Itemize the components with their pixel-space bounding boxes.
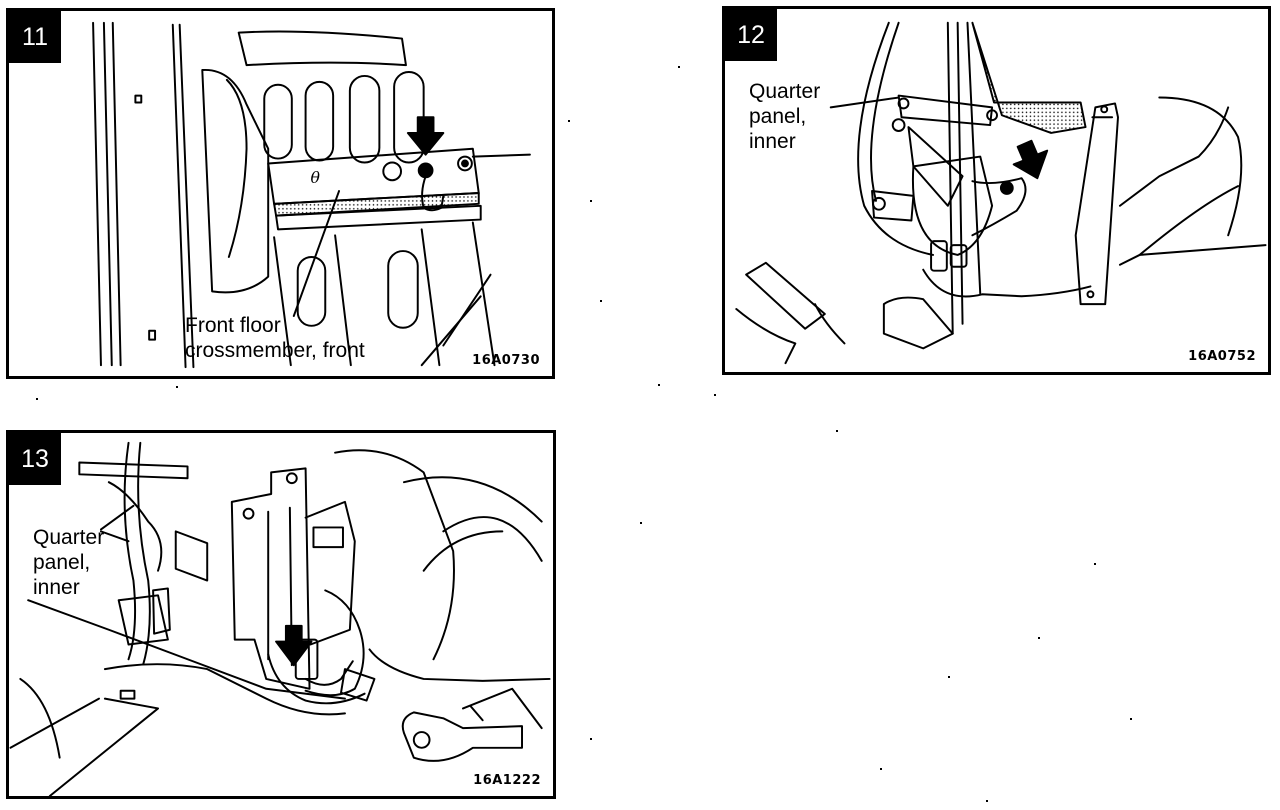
figure-panel-12: 12 bbox=[722, 6, 1271, 375]
figure-panel-11: 11 θ bbox=[6, 8, 555, 379]
scan-speck bbox=[714, 394, 716, 396]
figure-code: 16A0752 bbox=[1188, 349, 1256, 364]
callout-line: panel, bbox=[749, 105, 807, 128]
step-number: 13 bbox=[9, 433, 61, 485]
scan-speck bbox=[176, 386, 178, 388]
scan-speck bbox=[640, 522, 642, 524]
quarter-panel-illustration bbox=[735, 21, 1267, 365]
callout-line: Quarter bbox=[749, 80, 821, 103]
scan-speck bbox=[1038, 637, 1040, 639]
callout-line: crossmember, front bbox=[185, 339, 365, 362]
scan-speck bbox=[948, 676, 950, 678]
step-number: 12 bbox=[725, 9, 777, 61]
floor-crossmember-illustration: θ bbox=[92, 21, 531, 369]
scan-speck bbox=[36, 398, 38, 400]
callout-front-floor-crossmember: Front floor crossmember, front bbox=[185, 313, 365, 363]
scan-speck bbox=[1094, 563, 1096, 565]
figure-code: 16A1222 bbox=[473, 773, 541, 788]
scan-speck bbox=[880, 768, 882, 770]
scan-speck bbox=[590, 738, 592, 740]
scan-speck bbox=[1130, 718, 1132, 720]
scan-speck bbox=[568, 120, 570, 122]
step-number: 11 bbox=[9, 11, 61, 63]
callout-line: inner bbox=[33, 576, 80, 599]
callout-quarter-panel-inner: Quarter panel, inner bbox=[749, 79, 820, 154]
quarter-panel-module-illustration bbox=[9, 441, 551, 796]
figure-code: 16A0730 bbox=[472, 353, 540, 368]
scan-speck bbox=[678, 66, 680, 68]
callout-line: inner bbox=[749, 130, 796, 153]
figure-panel-13: 13 bbox=[6, 430, 556, 799]
scan-speck bbox=[986, 800, 988, 802]
callout-line: Quarter bbox=[33, 526, 105, 549]
scan-speck bbox=[836, 430, 838, 432]
callout-line: Front floor bbox=[185, 314, 281, 337]
svg-text:θ: θ bbox=[311, 168, 321, 187]
callout-quarter-panel-inner: Quarter panel, inner bbox=[33, 525, 104, 600]
scan-speck bbox=[658, 384, 660, 386]
scan-speck bbox=[600, 300, 602, 302]
callout-line: panel, bbox=[33, 551, 91, 574]
scan-speck bbox=[590, 200, 592, 202]
